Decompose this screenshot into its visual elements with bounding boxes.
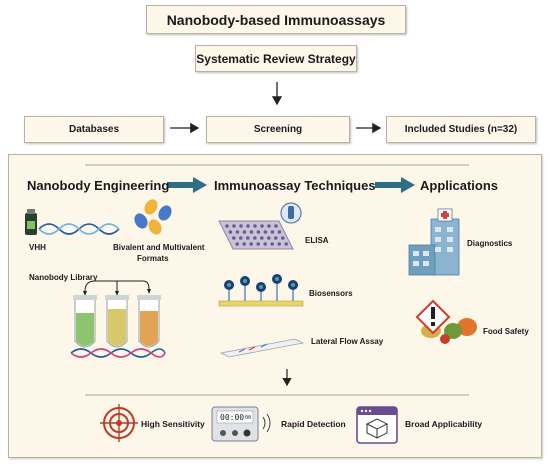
sensitivity-label: High Sensitivity bbox=[141, 419, 205, 429]
yellow-tube-icon bbox=[105, 295, 129, 348]
library-label: Nanobody Library bbox=[29, 273, 98, 282]
lateral-flow-strip-icon bbox=[219, 338, 305, 358]
orange-tube-icon bbox=[137, 295, 161, 348]
databases-box: Databases bbox=[24, 116, 164, 143]
green-tube-icon bbox=[73, 295, 97, 348]
food-safety-label: Food Safety bbox=[483, 327, 529, 336]
screening-label: Screening bbox=[253, 124, 303, 135]
elisa-well bbox=[263, 242, 267, 246]
tube-arrows bbox=[83, 280, 151, 296]
screening-box: Screening bbox=[206, 116, 350, 143]
broad-label: Broad Applicability bbox=[405, 419, 483, 429]
bivalent-nanobody-icon bbox=[134, 199, 172, 235]
rapid-label: Rapid Detection bbox=[281, 419, 346, 429]
elisa-well bbox=[253, 224, 257, 228]
engineering-heading: Nanobody Engineering bbox=[27, 178, 170, 193]
engineering-illustrations bbox=[25, 199, 172, 358]
title-box: Nanobody-based Immunoassays bbox=[146, 5, 406, 34]
included-box: Included Studies (n=32) bbox=[386, 116, 536, 143]
elisa-well bbox=[281, 236, 285, 240]
elisa-well bbox=[225, 224, 229, 228]
elisa-well bbox=[263, 230, 268, 234]
elisa-plate-icon bbox=[218, 202, 302, 250]
library-dna-icon bbox=[70, 348, 166, 358]
elisa-well bbox=[242, 230, 247, 234]
elisa-well bbox=[232, 224, 236, 228]
title: Nanobody-based Immunoassays bbox=[166, 11, 386, 28]
dna-helix-icon bbox=[38, 223, 120, 235]
applications-heading: Applications bbox=[420, 178, 499, 193]
engineering-to-techniques-arrow bbox=[167, 177, 207, 193]
elisa-well bbox=[235, 230, 240, 234]
elisa-label: ELISA bbox=[305, 236, 329, 245]
diagnostics-label: Diagnostics bbox=[467, 239, 513, 248]
elisa-well bbox=[256, 242, 260, 246]
techniques-heading: Immunoassay Techniques bbox=[214, 178, 376, 193]
elisa-well bbox=[256, 230, 261, 234]
elisa-well bbox=[270, 242, 274, 246]
techniques-to-applications-arrow bbox=[375, 177, 415, 193]
strategy-box: Systematic Review Strategy bbox=[195, 45, 357, 72]
timer-display-small: 00 bbox=[245, 415, 252, 421]
elisa-well bbox=[249, 242, 253, 246]
biosensor-icon bbox=[218, 274, 304, 307]
elisa-well bbox=[270, 230, 275, 234]
elisa-well bbox=[260, 236, 264, 240]
hospital-icon bbox=[408, 208, 460, 276]
bivalent-label-line2: Formats bbox=[137, 254, 169, 263]
elisa-well bbox=[267, 224, 271, 228]
elisa-well bbox=[284, 242, 288, 246]
elisa-well bbox=[239, 236, 243, 240]
strategy-label: Systematic Review Strategy bbox=[196, 51, 356, 66]
techniques-illustrations bbox=[218, 202, 305, 358]
elisa-well bbox=[235, 242, 239, 246]
food-safety-icon bbox=[415, 299, 477, 344]
elisa-well bbox=[274, 236, 278, 240]
elisa-well bbox=[232, 236, 236, 240]
cube-window-icon bbox=[356, 406, 398, 444]
elisa-well bbox=[260, 224, 264, 228]
databases-label: Databases bbox=[68, 124, 120, 135]
features-illustrations bbox=[100, 404, 398, 444]
lateral-flow-label: Lateral Flow Assay bbox=[311, 337, 384, 346]
elisa-well bbox=[239, 224, 243, 228]
elisa-well bbox=[242, 242, 246, 246]
biosensors-label: Biosensors bbox=[309, 289, 353, 298]
elisa-well bbox=[274, 224, 278, 228]
elisa-well bbox=[277, 230, 282, 234]
timer-icon bbox=[211, 406, 271, 442]
main-panel: Nanobody Engineering Immunoassay Techniq… bbox=[8, 154, 542, 458]
elisa-well bbox=[228, 230, 233, 234]
applications-illustrations bbox=[408, 208, 477, 344]
elisa-well bbox=[253, 236, 257, 240]
elisa-well bbox=[249, 230, 254, 234]
elisa-well bbox=[267, 236, 271, 240]
elisa-well bbox=[246, 224, 250, 228]
target-icon bbox=[100, 404, 138, 442]
vhh-label: VHH bbox=[29, 243, 46, 252]
vhh-vial-icon bbox=[25, 209, 37, 235]
elisa-well bbox=[277, 242, 281, 246]
timer-display: 00:00 bbox=[220, 413, 245, 422]
elisa-well bbox=[246, 236, 250, 240]
included-label: Included Studies (n=32) bbox=[404, 124, 518, 135]
panel-decorations bbox=[85, 164, 469, 396]
bivalent-label-line1: Bivalent and Multivalent bbox=[113, 243, 205, 252]
